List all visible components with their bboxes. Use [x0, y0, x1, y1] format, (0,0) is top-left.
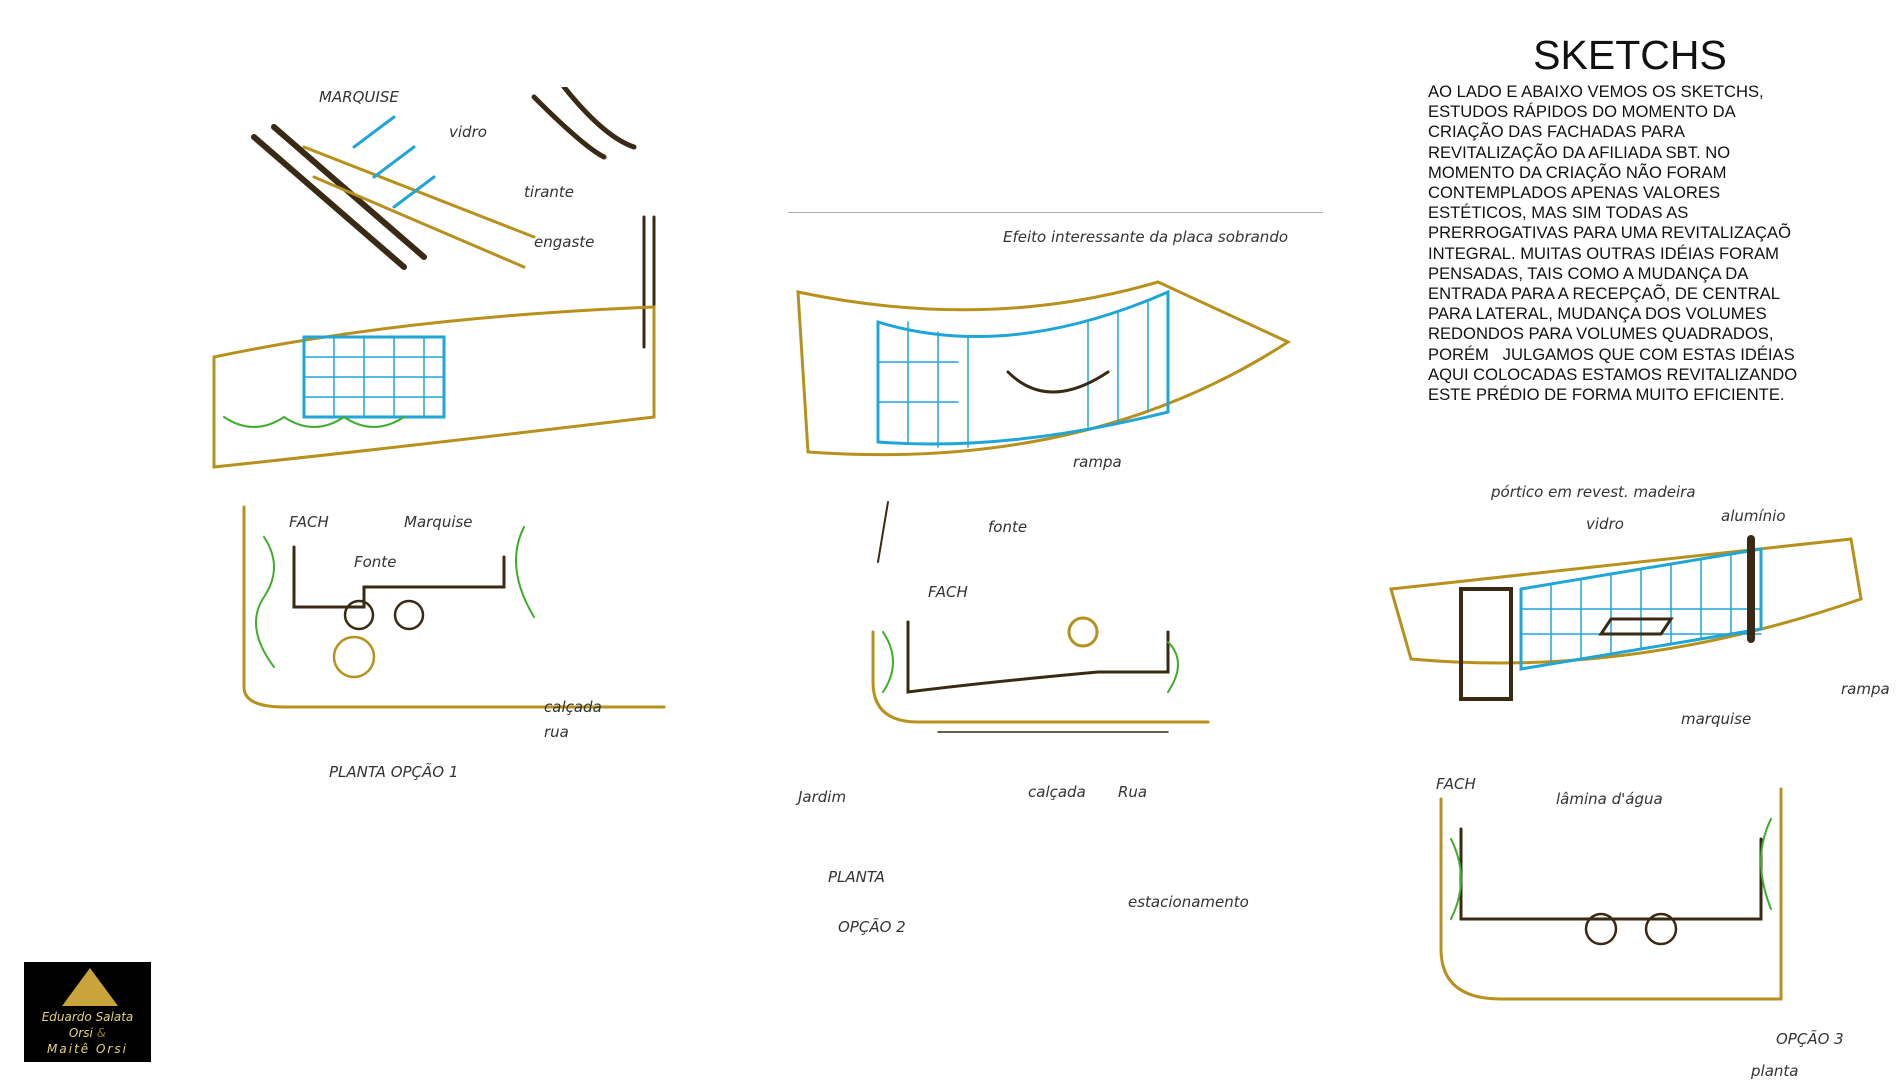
sketch-option-1: MARQUISE vidro tirante engaste FACH Marq…	[212, 87, 666, 781]
paragraph-line: AQUI COLOCADAS ESTAMOS REVITALIZANDO	[1428, 364, 1798, 384]
sketch-option-2: Efeito interessante da placa sobrando ra…	[788, 212, 1323, 936]
sketch1-label: vidro	[449, 123, 487, 141]
sketch3-label: FACH	[1436, 775, 1476, 793]
logo-line-2-row: Orsi&	[24, 1026, 151, 1040]
sketch3-label: alumínio	[1721, 507, 1786, 525]
paragraph-line: MOMENTO DA CRIAÇÃO NÃO FORAM	[1428, 162, 1727, 182]
paragraph-line: CONTEMPLADOS APENAS VALORES	[1428, 183, 1721, 203]
pyramid-icon	[62, 968, 118, 1006]
logo-line-1: Eduardo Salata	[41, 1010, 134, 1024]
sketch1-label: tirante	[524, 183, 574, 201]
sketch2-label: fonte	[988, 518, 1027, 536]
logo-line-2: Orsi	[68, 1026, 93, 1040]
sketch2-label: Rua	[1118, 783, 1147, 801]
sketch1-label: engaste	[534, 233, 594, 251]
sketch3-label: lâmina d'água	[1556, 790, 1663, 808]
paragraph-line: PRERROGATIVAS PARA UMA REVITALIZAÇAÕ	[1428, 223, 1791, 243]
sketch1-label: calçada	[544, 698, 602, 716]
paragraph-line: ENTRADA PARA A RECEPÇAÕ, DE CENTRAL	[1428, 284, 1780, 304]
sketch2-label: Efeito interessante da placa sobrando	[1003, 228, 1288, 246]
description-paragraph: AO LADO E ABAIXO VEMOS OS SKETCHS,ESTUDO…	[1428, 82, 1888, 405]
sketch3-label: pórtico em revest. madeira	[1490, 483, 1696, 501]
logo-line-3: Maitê Orsi	[47, 1042, 128, 1056]
sketch2-label: calçada	[1028, 783, 1086, 801]
paragraph-line: INTEGRAL. MUITAS OUTRAS IDÉIAS FORAM	[1428, 243, 1779, 263]
logo-ampersand: &	[96, 1026, 107, 1040]
paragraph-line: ESTUDOS RÁPIDOS DO MOMENTO DA	[1428, 102, 1736, 122]
paragraph-line: ESTÉTICOS, MAS SIM TODAS AS	[1428, 203, 1689, 223]
page-title: SKETCHS	[1533, 32, 1727, 78]
paragraph-line: PORÉM JULGAMOS QUE COM ESTAS IDÉIAS	[1428, 344, 1795, 364]
sketch1-label: Marquise	[404, 513, 473, 531]
sketch1-label: MARQUISE	[319, 88, 399, 106]
sketch1-label: FACH	[289, 513, 329, 531]
paragraph-line: REDONDOS PARA VOLUMES QUADRADOS,	[1428, 324, 1774, 344]
paragraph-line: REVITALIZAÇÃO DA AFILIADA SBT. NO	[1428, 142, 1731, 162]
paragraph-line: ESTE PRÉDIO DE FORMA MUITO EFICIENTE.	[1428, 385, 1785, 405]
sketch1-title: PLANTA OPÇÃO 1	[329, 762, 458, 781]
sketch3-label: vidro	[1586, 515, 1624, 533]
sketch2-label: estacionamento	[1128, 893, 1249, 911]
sketch3-label: planta	[1750, 1062, 1798, 1080]
sketch1-label: rua	[544, 723, 569, 741]
sketch2-title: OPÇÃO 2	[838, 917, 906, 936]
sketch1-label: Fonte	[354, 553, 396, 571]
paragraph-line: CRIAÇÃO DAS FACHADAS PARA	[1428, 122, 1685, 142]
sketch2-label: rampa	[1073, 453, 1122, 471]
sketch3-title: OPÇÃO 3	[1776, 1029, 1844, 1048]
sketch2-label: FACH	[928, 583, 968, 601]
paragraph-line: PENSADAS, TAIS COMO A MUDANÇA DA	[1428, 263, 1749, 283]
paragraph-line: PARA LATERAL, MUDANÇA DOS VOLUMES	[1428, 304, 1767, 324]
sketch3-label: rampa	[1841, 680, 1890, 698]
sketch2-label: PLANTA	[828, 868, 885, 886]
paragraph-line: AO LADO E ABAIXO VEMOS OS SKETCHS,	[1428, 82, 1764, 101]
studio-logo: Eduardo Salata Orsi& Maitê Orsi	[24, 962, 151, 1062]
sketch-option-3: pórtico em revest. madeira vidro alumíni…	[1389, 483, 1890, 1080]
sketch3-label: marquise	[1681, 710, 1751, 728]
sketch2-label: Jardim	[795, 788, 846, 806]
